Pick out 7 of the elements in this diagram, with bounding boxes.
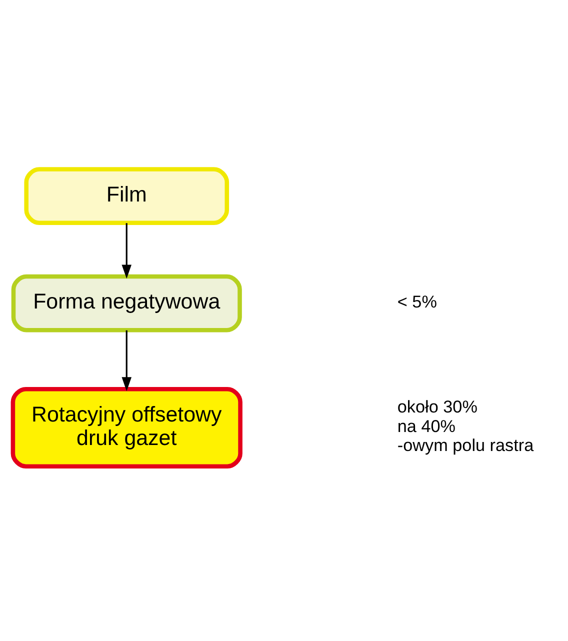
arrow	[122, 223, 132, 279]
label: < 5%	[397, 291, 437, 312]
node-box: Film	[24, 167, 230, 226]
node-box: Rotacyjny offsetowy druk gazet	[10, 387, 242, 468]
arrow	[122, 330, 132, 392]
node-box: Forma negatywowa	[11, 274, 242, 332]
label: około 30% na 40% -owym polu rastra	[397, 396, 534, 456]
